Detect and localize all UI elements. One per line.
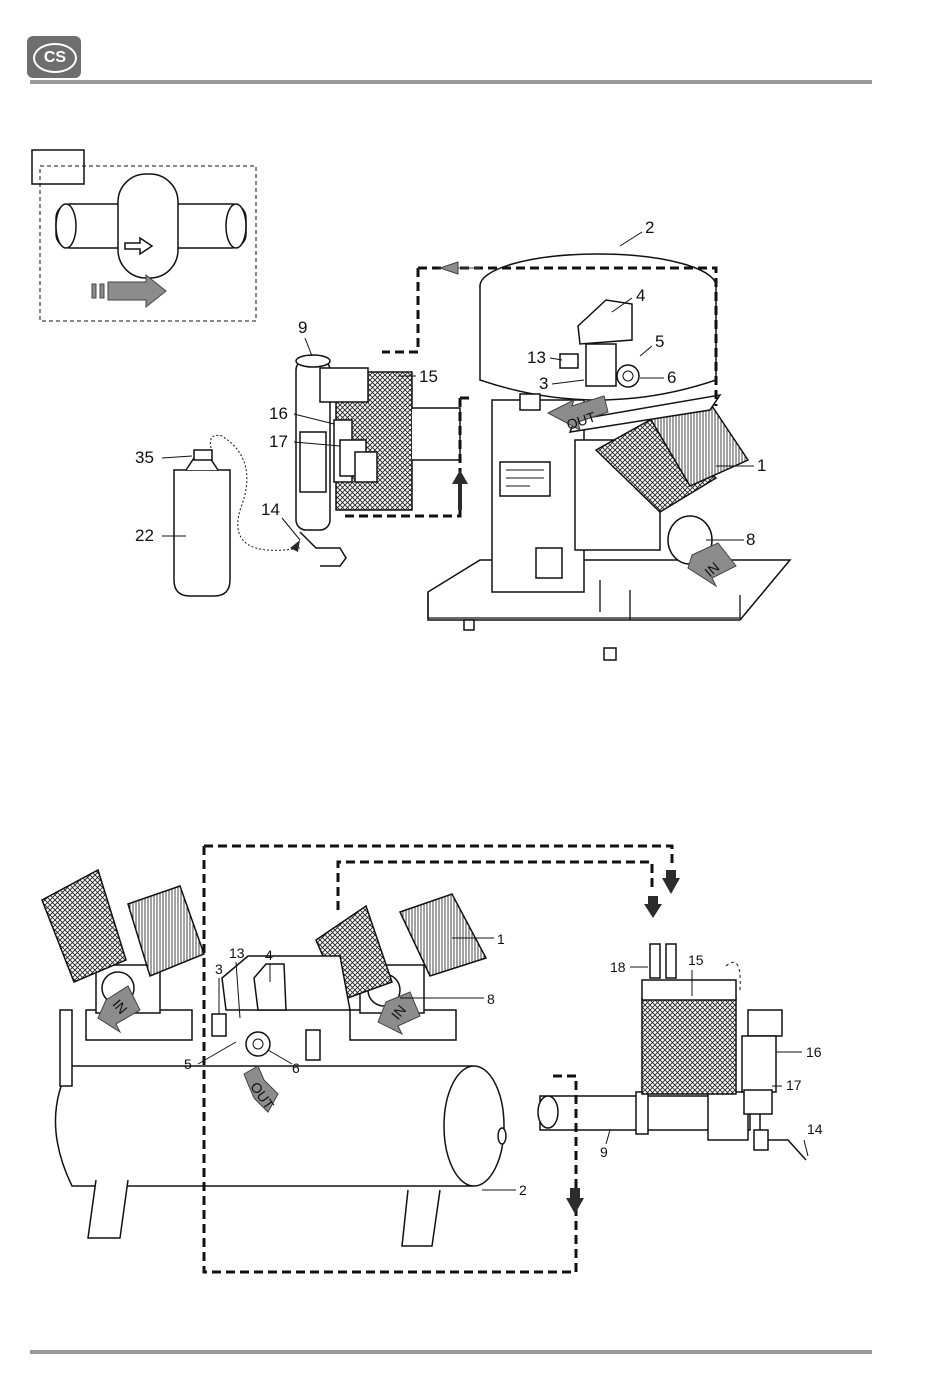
dryer-column-mid [300,432,326,492]
dryer-assembly [290,355,460,566]
base-plate [428,560,790,620]
callout-18: 18 [610,959,626,975]
callout-2: 2 [645,218,654,237]
cooler-top [642,980,736,1000]
outlet-fitting [306,1030,320,1060]
top-flow-arrow-gray [440,262,480,274]
callout-14: 14 [807,1121,823,1137]
tank-foot-right [402,1190,440,1246]
safety-valve [560,354,578,368]
pipe-end-right [226,204,246,248]
compressor-single-tank [428,254,790,660]
bracket-plate [355,452,377,482]
callout-9: 9 [600,1144,608,1160]
callout-17: 17 [269,432,288,451]
tank-foot-left [88,1180,128,1238]
callout-22: 22 [135,526,154,545]
callout-3: 3 [539,374,548,393]
right-pump-head-b [400,894,486,976]
inset-check-valve [32,150,256,321]
bottom-flow-arrow-2 [644,896,662,918]
callout-15: 15 [688,952,704,968]
footer-rule [30,1350,872,1354]
dryer-column-end [538,1096,558,1128]
condensate-bottle [174,435,300,596]
foot-right [604,648,616,660]
callout-2: 2 [519,1182,527,1198]
check-valve-18a [650,944,660,978]
callout-5: 5 [655,332,664,351]
compressor-twin-tank [42,870,506,1246]
callout-8: 8 [746,530,755,549]
callout-4: 4 [636,286,645,305]
bottom-flow-arrow-1 [662,870,680,894]
flow-direction-arrow [92,275,166,307]
tank-drain-port [498,1128,506,1144]
pressure-gauge-6 [246,1032,270,1056]
horizontal-tank [55,1066,489,1186]
cooler-duct [412,408,460,460]
callout-16: 16 [806,1044,822,1060]
pressure-gauge [617,365,639,387]
callout-1: 1 [757,456,766,475]
callout-35: 35 [135,448,154,467]
nameplate [536,548,562,578]
bottom-flow-arrow-3 [566,1188,584,1214]
callout-17: 17 [786,1077,802,1093]
tank-handle [60,1010,72,1086]
safety-valve-3 [212,1014,226,1036]
callout-13: 13 [527,348,546,367]
callout-3: 3 [215,961,223,977]
check-valve-18b [666,944,676,978]
cooler-15 [642,998,736,1094]
filter-17 [744,1090,772,1114]
dryer-band-2 [708,1092,748,1140]
callout-13: 13 [229,945,245,961]
left-pump-head-a [42,870,126,982]
bottle-22 [174,470,230,596]
foot-left [464,620,474,630]
top-flow-arrow-black [452,470,468,510]
drain-fitting [754,1130,768,1150]
left-pump-head-b [128,886,204,976]
filter-head [748,1010,782,1036]
dryer-column-cap [296,355,330,367]
callout-4: 4 [265,947,273,963]
callout-1: 1 [497,931,505,947]
bottle-cap-35 [194,450,212,460]
callout-5: 5 [184,1056,192,1072]
callout-6: 6 [292,1060,300,1076]
cooler-head [320,368,368,402]
warning-label [500,462,550,496]
dryer-band-1 [636,1092,648,1134]
callout-8: 8 [487,991,495,1007]
dryer-horizontal [538,944,806,1160]
callout-14: 14 [261,500,280,519]
bottom-flow-loop-inner [338,862,652,910]
pipe-end-left [56,204,76,248]
tank-end-cap [444,1066,504,1186]
callout-16: 16 [269,404,288,423]
drain-arrow [290,540,300,552]
frame-bracket [520,394,540,410]
filter-16 [742,1036,776,1092]
callout-6: 6 [667,368,676,387]
callout-15: 15 [419,367,438,386]
valve-body [118,174,178,278]
callout-9: 9 [298,318,307,337]
pressure-valve-block [586,344,616,386]
drain-valve-14 [300,532,346,566]
